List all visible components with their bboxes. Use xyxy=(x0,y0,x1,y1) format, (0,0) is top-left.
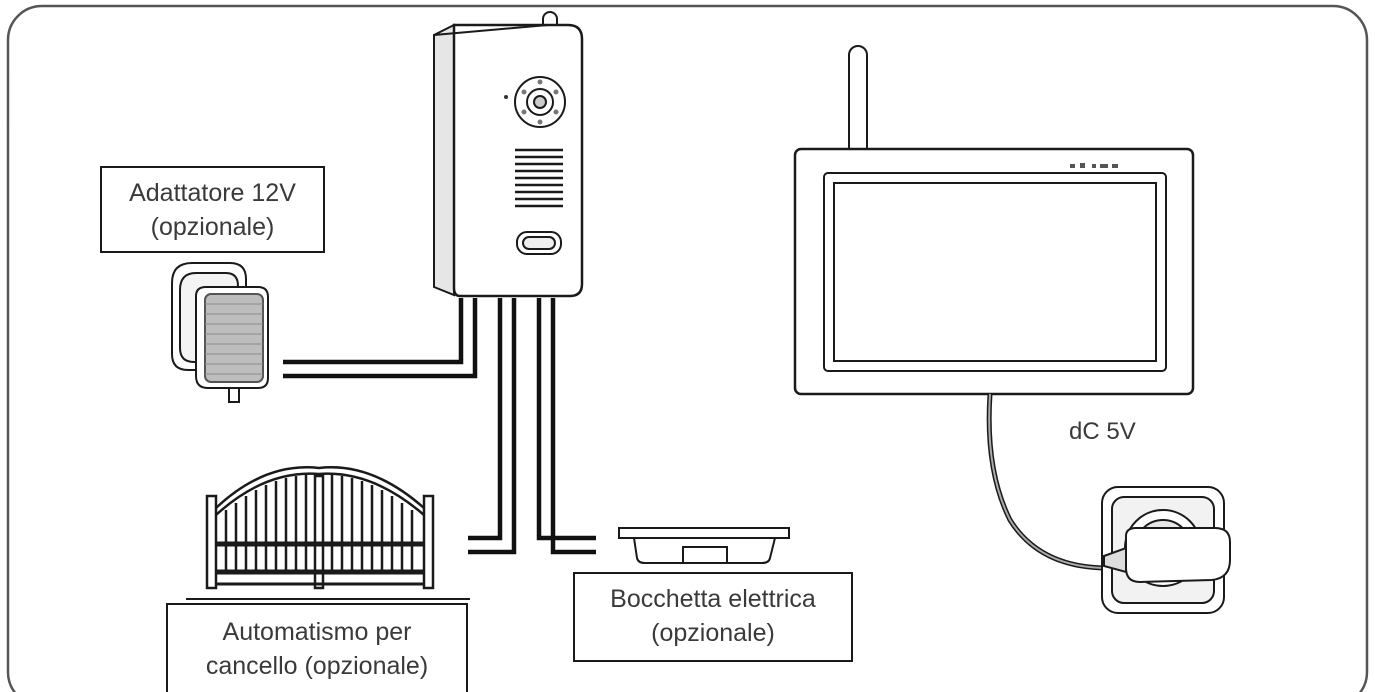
adapter-label-line2: (opzionale) xyxy=(150,213,275,241)
adapter-label-line1: Adattatore 12V xyxy=(129,179,296,207)
gate-label-line1: Automatismo per xyxy=(222,618,412,646)
gate-icon xyxy=(186,466,470,600)
gate-label-line2: cancello (opzionale) xyxy=(205,652,429,680)
gate-label-box: Automatismo per cancello (opzionale) xyxy=(166,603,468,692)
wires xyxy=(283,298,596,555)
lock-label-box: Bocchetta elettrica (opzionale) xyxy=(573,572,853,662)
electric-lock-icon xyxy=(618,527,790,564)
monitor-icon xyxy=(793,45,1195,396)
adapter-label-box: Adattatore 12V (opzionale) xyxy=(100,166,325,253)
usb-adapter-icon xyxy=(1101,486,1231,614)
lock-label-line1: Bocchetta elettrica xyxy=(610,585,816,613)
dc-power-label: dC 5V xyxy=(1069,418,1136,445)
lock-label-line2: (opzionale) xyxy=(651,619,775,647)
wall-adapter-icon xyxy=(171,262,269,403)
outdoor-intercom-unit-icon xyxy=(433,11,584,298)
